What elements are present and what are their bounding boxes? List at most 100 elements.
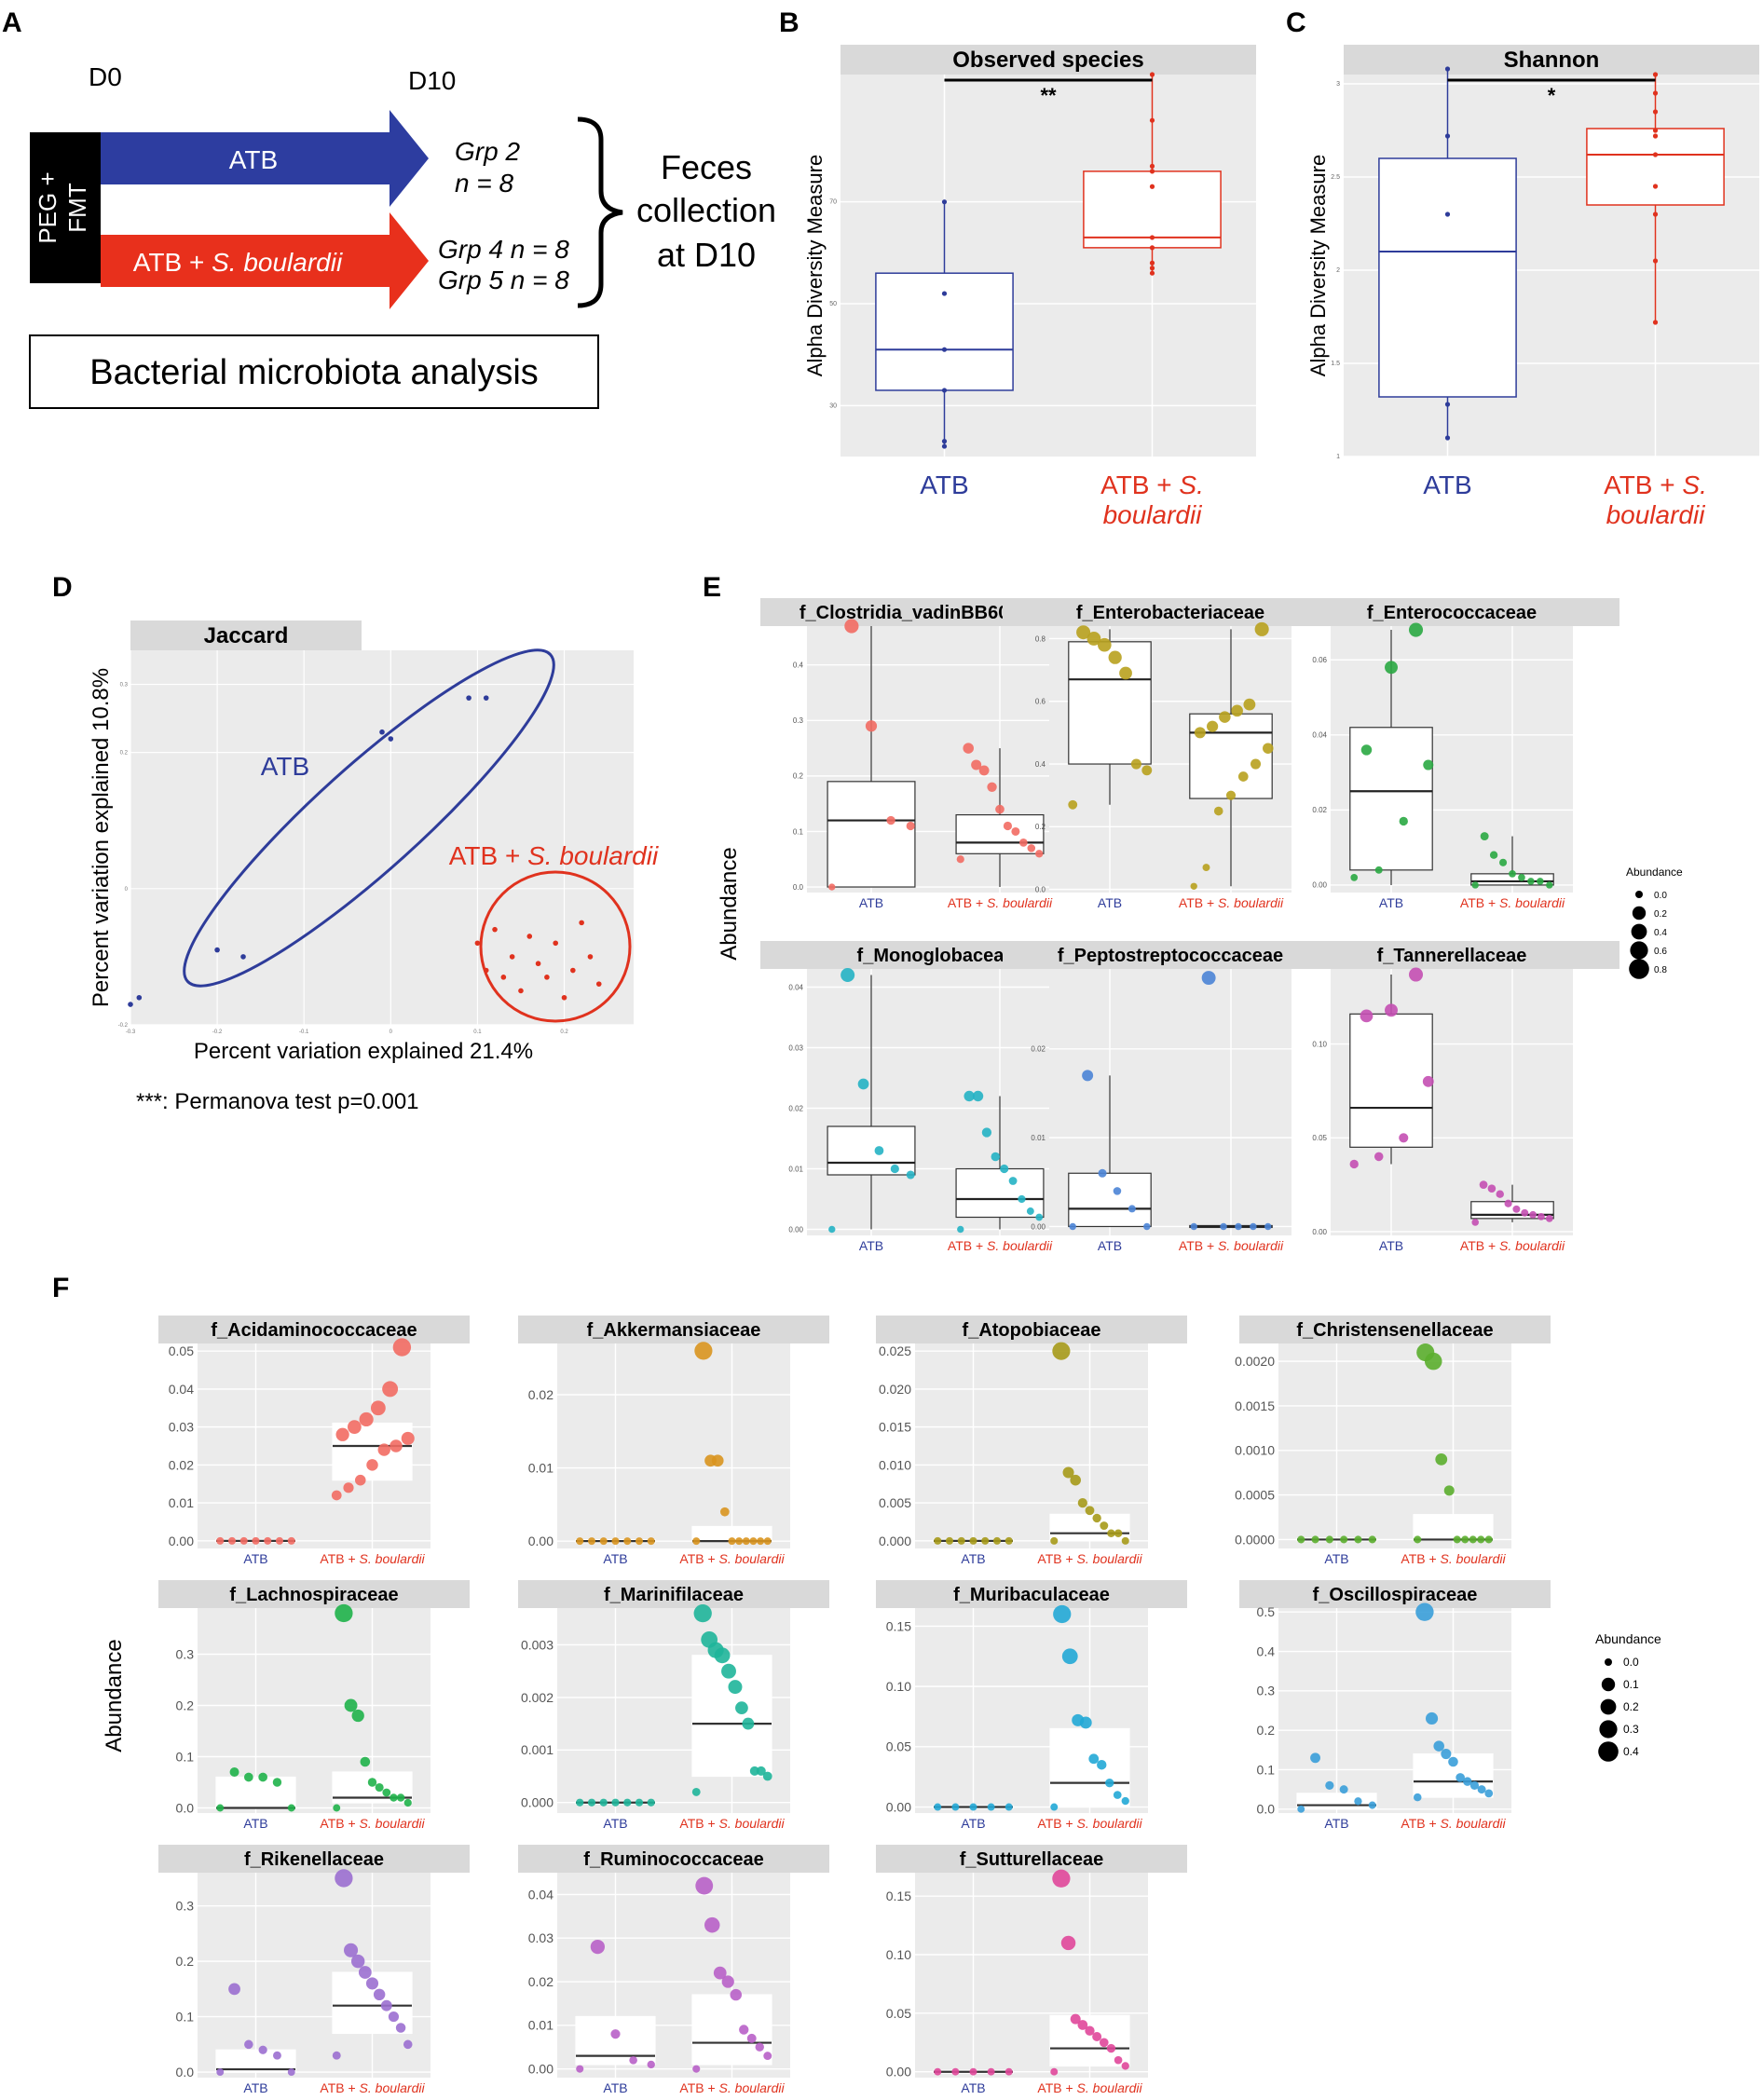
data-point — [1000, 1164, 1009, 1174]
data-point — [1077, 1497, 1087, 1508]
data-point — [1085, 1506, 1095, 1516]
data-point — [343, 1482, 354, 1493]
y-tick-label: 0.1 — [176, 1749, 195, 1764]
data-point — [375, 1782, 384, 1793]
data-point — [332, 2051, 341, 2060]
permanova-note: ***: Permanova test p=0.001 — [136, 1089, 419, 1114]
legend-key — [1635, 891, 1643, 898]
plot-background — [557, 1343, 790, 1548]
data-point — [1489, 851, 1498, 859]
data-point — [1213, 806, 1223, 816]
x-group-label: ATB — [603, 2080, 627, 2095]
data-point — [1399, 816, 1408, 826]
data-point — [1423, 759, 1434, 770]
facet-strip — [1284, 941, 1620, 969]
data-point — [978, 765, 990, 776]
y-tick-label: 0.0005 — [1235, 1488, 1275, 1503]
data-point — [509, 954, 515, 960]
data-point — [1050, 1803, 1059, 1811]
y-tick-label: 0.6 — [1035, 698, 1046, 706]
facet-strip — [1284, 598, 1620, 626]
data-point — [370, 1400, 386, 1416]
data-point — [1060, 1935, 1076, 1951]
data-point — [244, 1772, 253, 1782]
data-point — [587, 954, 594, 960]
facet-strip — [876, 1316, 1187, 1343]
data-point — [1194, 727, 1206, 739]
data-point — [1149, 260, 1155, 266]
data-point — [957, 1225, 964, 1234]
data-point — [1340, 1535, 1348, 1544]
x-group-label: ATB — [1379, 895, 1403, 910]
x-group-label-part: ATB + — [320, 2080, 359, 2095]
data-point — [941, 347, 948, 352]
data-point — [749, 1537, 758, 1546]
data-point — [1297, 1805, 1305, 1813]
facet-strip — [130, 620, 362, 650]
x-group-label: ATB — [603, 1551, 627, 1566]
y-tick-label: 0.010 — [879, 1457, 911, 1472]
y-tick-label: 0.0 — [793, 883, 804, 892]
facet-strip — [876, 1580, 1187, 1608]
data-point — [623, 1798, 632, 1807]
data-point — [1652, 258, 1659, 264]
y-tick-label: 0.01 — [788, 1165, 803, 1173]
y-tick-label: 0.04 — [528, 1887, 554, 1902]
y-tick-label: 0.1 — [176, 2009, 195, 2024]
y-tick-label: 0.02 — [528, 1387, 554, 1402]
x-group-label: ATB + S. boulardii — [948, 1238, 1053, 1253]
data-point — [595, 981, 602, 987]
data-point — [382, 1381, 399, 1398]
data-point — [570, 967, 576, 974]
y-tick-label: 0.05 — [169, 1343, 194, 1358]
y-tick-label: 0.2 — [120, 751, 129, 757]
grp4-label: Grp 4 n = 8 — [438, 235, 569, 264]
data-point — [1069, 1222, 1076, 1231]
facet-title: f_Enterococcaceae — [1367, 603, 1537, 623]
y-tick-label: 70 — [829, 199, 837, 206]
data-point — [1143, 1222, 1151, 1231]
box-iqr — [691, 1994, 772, 2066]
legend-label: 0.0 — [1623, 1656, 1639, 1669]
data-point — [981, 1127, 992, 1138]
data-point — [1652, 128, 1659, 133]
x-group-label-part: S. boulardii — [1077, 1816, 1143, 1831]
x-group-label: ATB — [1324, 1551, 1348, 1566]
x-axis-label: Percent variation explained 21.4% — [194, 1039, 533, 1064]
y-tick-label: 0.3 — [793, 716, 804, 725]
treatment-side-label-line1: PEG + — [34, 171, 62, 243]
y-tick-label: 0.8 — [1035, 634, 1046, 643]
x-group-label-part: ATB + — [320, 1816, 359, 1831]
y-tick-label: 0.10 — [886, 1947, 911, 1962]
box-iqr — [1413, 1514, 1494, 1541]
data-point — [906, 821, 915, 831]
data-point — [1113, 1187, 1122, 1195]
y-tick-label: 0.020 — [879, 1382, 911, 1397]
x-group-label-part: ATB + — [1460, 895, 1499, 910]
box-iqr — [1068, 1172, 1152, 1228]
data-point — [1092, 1513, 1101, 1523]
data-point — [762, 1771, 772, 1781]
x-group-label: ATB — [1324, 1816, 1348, 1831]
y-tick-label: 0.025 — [879, 1343, 911, 1358]
data-point — [941, 291, 948, 296]
x-group-label: ATB + S. boulardii — [1179, 1238, 1284, 1253]
data-point — [272, 1778, 282, 1787]
facet-title: f_Marinifilaceae — [604, 1585, 744, 1605]
data-point — [1444, 211, 1451, 217]
data-point — [1529, 1210, 1538, 1219]
data-point — [483, 695, 489, 701]
atb-group-ellipse — [183, 648, 555, 988]
facet-title: Observed species — [952, 48, 1143, 73]
facet-strip — [518, 1845, 829, 1873]
data-point — [275, 1536, 284, 1545]
box-iqr — [1189, 713, 1273, 799]
data-point — [1456, 1773, 1465, 1782]
data-point — [351, 1709, 364, 1723]
data-point — [1652, 152, 1659, 157]
sb-annotation-part: S. boulardii — [527, 841, 659, 870]
data-point — [721, 1663, 736, 1679]
data-point — [1463, 1777, 1472, 1786]
